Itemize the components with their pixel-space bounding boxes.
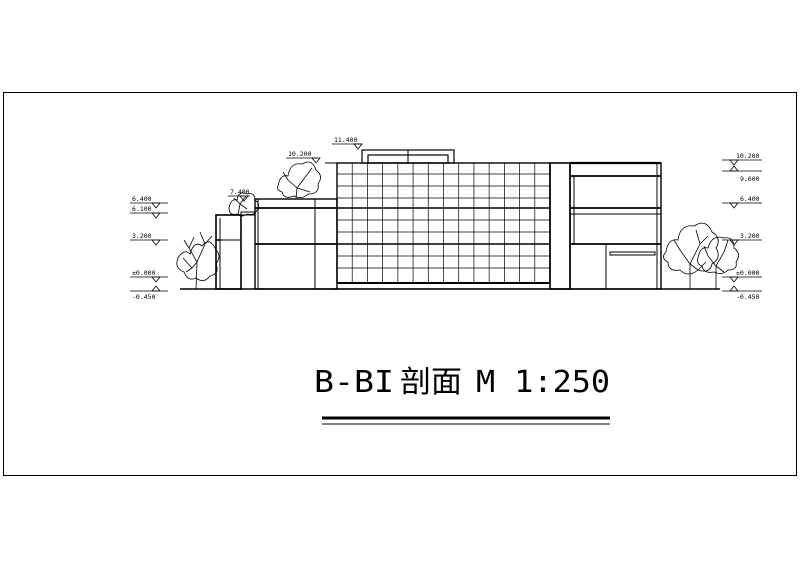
tree-left-1: [176, 231, 220, 290]
title-chinese: 剖面: [400, 365, 462, 400]
level-top-11400: 11.400: [334, 136, 358, 144]
title-prefix: B-BI: [314, 365, 394, 400]
level-right-6400: 6.400: [740, 195, 760, 203]
tree-right-1: [663, 222, 719, 289]
level-markers-right: [722, 159, 762, 292]
level-left-m0450: -0.450: [132, 293, 156, 301]
level-top-7400: 7.400: [230, 188, 250, 196]
level-left-0000: ±0.000: [132, 269, 156, 277]
level-right-0000: ±0.000: [736, 269, 760, 277]
level-left-6400: 6.400: [132, 195, 152, 203]
tree-left-3: [277, 161, 321, 200]
level-left-6100: 6.100: [132, 205, 152, 213]
level-right-10200: 10.200: [736, 152, 760, 160]
level-top-10200: 10.200: [288, 150, 312, 158]
main-block: [325, 149, 554, 290]
level-right-3200: 3.200: [740, 232, 760, 240]
right-wing: [549, 161, 662, 290]
level-markers-top: [228, 143, 363, 202]
left-wing: [215, 198, 338, 290]
level-left-3200: 3.200: [132, 232, 152, 240]
level-right-9600: 9.600: [740, 175, 760, 183]
level-markers-left: [130, 202, 168, 292]
drawing-frame: [3, 92, 797, 476]
tree-right-2: [697, 236, 739, 289]
title-scale: M 1:250: [476, 365, 610, 400]
tree-left-2: [228, 192, 259, 217]
level-right-m0450: -0.450: [736, 293, 760, 301]
